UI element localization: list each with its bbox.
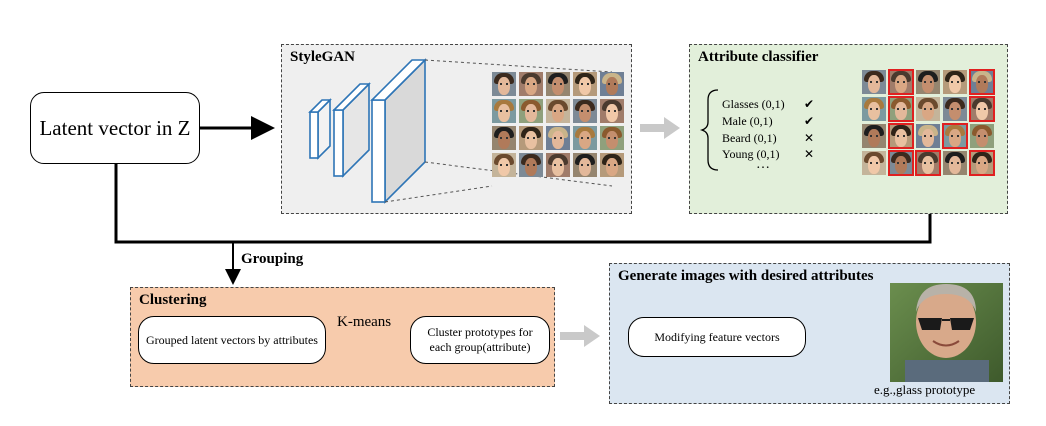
face-thumbnail: [492, 72, 516, 96]
attribute-classifier-title: Attribute classifier: [698, 49, 819, 65]
face-thumbnail: [862, 97, 886, 121]
cluster-prototypes-label: Cluster prototypes for each group(attrib…: [427, 325, 533, 354]
face-thumbnail: [519, 72, 543, 96]
generate-title: Generate images with desired attributes: [618, 268, 874, 284]
face-thumbnail: [862, 124, 886, 148]
prototype-caption: e.g.,glass prototype: [874, 382, 976, 397]
face-thumbnail: [519, 99, 543, 123]
loop-line: [114, 163, 932, 244]
face-thumbnail: [969, 69, 995, 95]
attribute-row-male: Male (0,1) ✔: [722, 114, 814, 129]
check-icon: ✔: [803, 97, 814, 111]
face-thumbnail: [492, 153, 516, 177]
attribute-label: Young (0,1): [722, 147, 780, 161]
grouping-label: Grouping: [241, 251, 304, 267]
face-thumbnail: [600, 126, 624, 150]
face-thumbnail: [970, 124, 994, 148]
classifier-face-grid: [862, 69, 995, 176]
face-thumbnail: [573, 153, 597, 177]
grouped-latent-vectors-label: Grouped latent vectors by attributes: [146, 332, 318, 347]
check-icon: ✔: [803, 114, 814, 128]
face-thumbnail: [915, 150, 941, 176]
face-thumbnail: [888, 69, 914, 95]
face-thumbnail: [943, 151, 967, 175]
attribute-row-beard: Beard (0,1) ✕: [722, 131, 814, 146]
face-thumbnail: [888, 150, 914, 176]
face-thumbnail: [600, 153, 624, 177]
face-thumbnail: [916, 124, 940, 148]
face-thumbnail: [546, 153, 570, 177]
modifying-feature-vectors-label: Modifying feature vectors: [654, 329, 780, 344]
attribute-row-young: Young (0,1) ✕: [722, 147, 814, 162]
face-thumbnail: [888, 123, 914, 149]
face-thumbnail: [573, 126, 597, 150]
attribute-more-ellipsis: …: [756, 157, 770, 172]
face-thumbnail: [573, 72, 597, 96]
face-thumbnail: [546, 126, 570, 150]
face-thumbnail: [888, 96, 914, 122]
modifying-feature-vectors-box: Modifying feature vectors: [628, 317, 806, 357]
face-thumbnail: [969, 96, 995, 122]
latent-vector-box: Latent vector in Z: [30, 92, 200, 164]
attribute-row-glasses: Glasses (0,1) ✔: [722, 97, 814, 112]
face-thumbnail: [492, 99, 516, 123]
kmeans-label: K-means: [337, 314, 392, 330]
stylegan-title: StyleGAN: [290, 49, 355, 65]
face-thumbnail: [546, 72, 570, 96]
face-thumbnail: [519, 153, 543, 177]
attribute-label: Beard (0,1): [722, 131, 777, 145]
face-thumbnail: [546, 99, 570, 123]
face-thumbnail: [492, 126, 516, 150]
face-thumbnail: [600, 99, 624, 123]
face-thumbnail: [916, 70, 940, 94]
face-thumbnail: [573, 99, 597, 123]
face-thumbnail: [862, 70, 886, 94]
face-thumbnail: [600, 72, 624, 96]
cross-icon: ✕: [803, 131, 814, 145]
face-thumbnail: [943, 70, 967, 94]
face-thumbnail: [862, 151, 886, 175]
latent-vector-label: Latent vector in Z: [39, 115, 191, 140]
face-thumbnail: [943, 97, 967, 121]
cross-icon: ✕: [803, 147, 814, 161]
clustering-title: Clustering: [139, 292, 207, 308]
gray-arrow-clustering-to-generate: [560, 325, 600, 347]
face-thumbnail: [942, 123, 968, 149]
face-thumbnail: [969, 150, 995, 176]
face-thumbnail: [916, 97, 940, 121]
cluster-prototypes-box: Cluster prototypes for each group(attrib…: [410, 316, 550, 364]
attribute-label: Male (0,1): [722, 114, 773, 128]
grouped-latent-vectors-box: Grouped latent vectors by attributes: [138, 316, 326, 364]
stylegan-face-grid: [492, 72, 624, 177]
face-thumbnail: [519, 126, 543, 150]
gray-arrow-stylegan-to-classifier: [640, 117, 680, 139]
attribute-label: Glasses (0,1): [722, 97, 785, 111]
